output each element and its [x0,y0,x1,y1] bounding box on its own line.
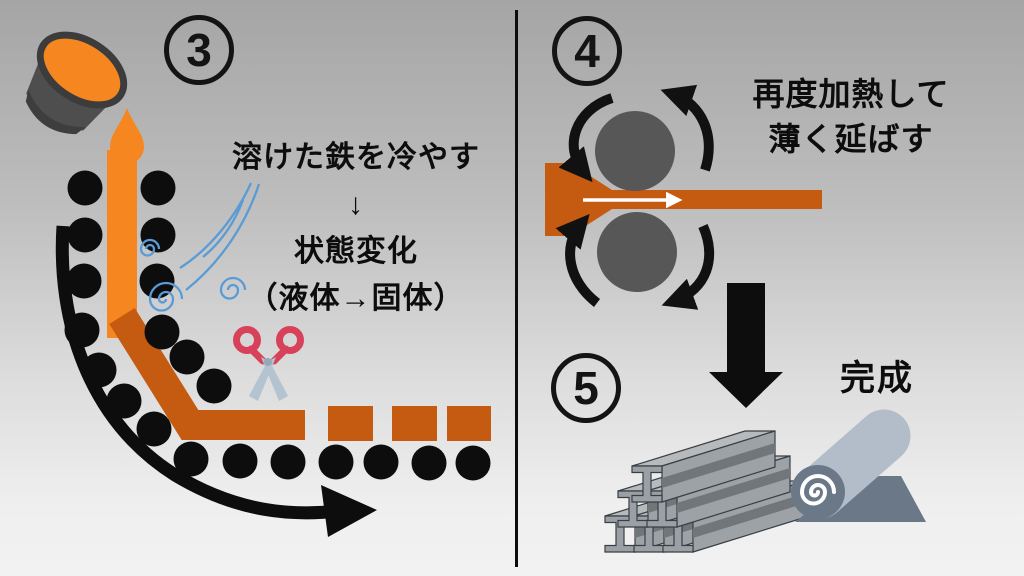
steel-coil-icon [791,409,926,522]
wind-icon [139,182,261,312]
rolled-strip [545,190,822,209]
step3-description: 溶けた鉄を冷やす ↓ 状態変化 （液体→固体） [232,141,480,315]
molten-drop-icon [110,108,144,164]
cut-steel-slabs [328,406,491,441]
step3-badge: 3 [164,15,234,85]
scissors-icon [233,326,304,401]
step4-description: 再度加熱して 薄く延ばす [752,76,950,157]
lower-roller [597,212,677,292]
casting-strand [107,150,305,440]
step5-number: 5 [573,362,599,414]
step5-label: 完成 [839,359,914,398]
process-flow-arrow [55,225,377,537]
step5-badge: 5 [551,353,621,423]
casting-roller-dots [64,170,491,481]
h-beams-icon [604,430,807,553]
step3-number: 3 [186,24,212,76]
strand-bend [109,308,305,440]
step4-number: 4 [574,25,600,77]
roller-rotation-arrows [555,84,715,310]
step4-badge: 4 [552,16,622,86]
rolling-mill [545,84,822,310]
ladle-icon [25,31,144,164]
next-step-arrow-icon [709,283,783,408]
upper-roller [595,111,675,191]
